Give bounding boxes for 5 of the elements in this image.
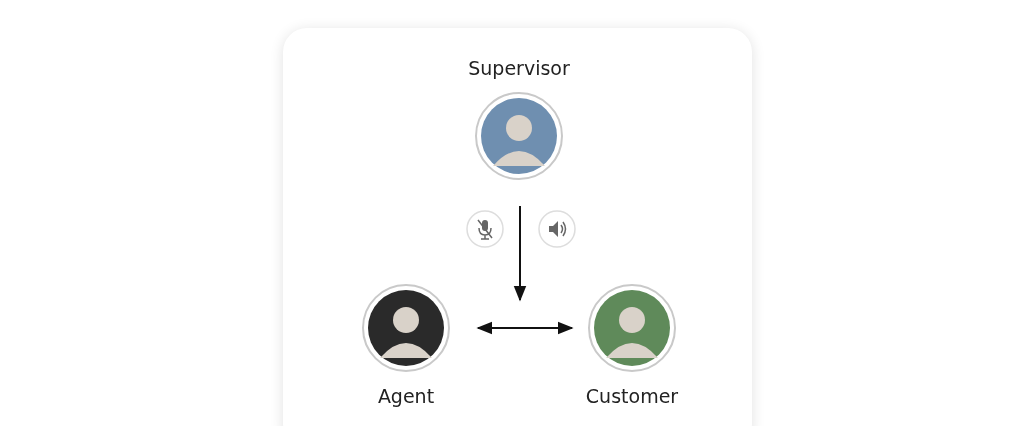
arrow — [513, 205, 527, 302]
arrow — [476, 321, 574, 335]
person-name: Supervisor — [468, 56, 570, 80]
person-name: Agent — [377, 384, 435, 408]
person-name: Customer — [585, 384, 679, 408]
